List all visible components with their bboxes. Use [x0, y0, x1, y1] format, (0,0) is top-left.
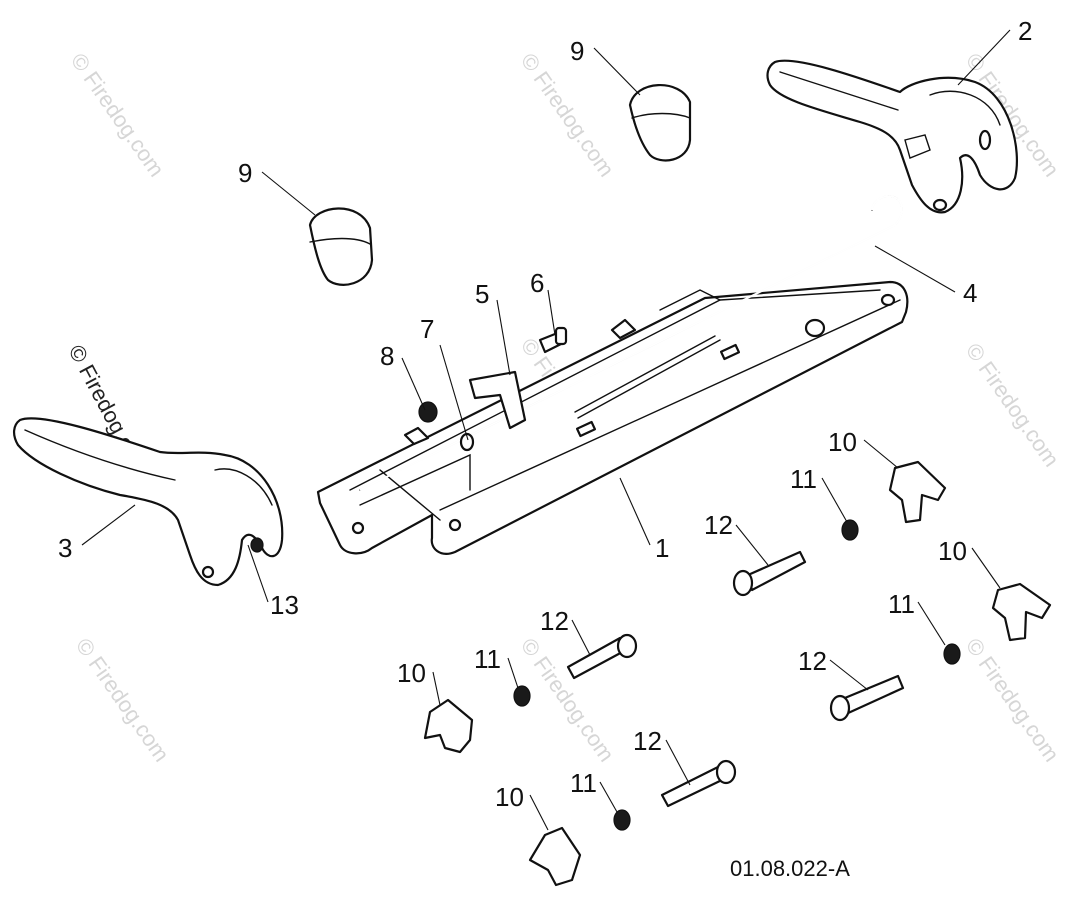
callout-12-d: 12 [633, 726, 662, 756]
star-knob-part-10-b [991, 582, 1052, 642]
callout-7: 7 [420, 314, 434, 344]
callout-4: 4 [963, 278, 977, 308]
nut-part-11-b [943, 643, 961, 665]
callout-10-b: 10 [938, 536, 967, 566]
callout-10-c: 10 [397, 658, 426, 688]
callout-5: 5 [475, 279, 489, 309]
callout-9-right: 9 [570, 36, 584, 66]
callout-13: 13 [270, 590, 299, 620]
callout-9-left: 9 [238, 158, 252, 188]
callout-11-c: 11 [474, 644, 501, 674]
watermark-8: © Firedog.com [961, 634, 1064, 767]
rod-part-4 [359, 194, 903, 491]
bracket-part-5 [468, 370, 527, 430]
knob-part-9-left [308, 207, 374, 286]
callout-11-a: 11 [790, 464, 817, 494]
drawing-code: 01.08.022-A [730, 856, 850, 881]
knob-part-9-right [628, 84, 692, 162]
screw-part-6 [538, 326, 568, 354]
callout-1: 1 [655, 533, 669, 563]
star-knob-part-10-a [888, 460, 947, 524]
star-knob-part-10-d [528, 826, 582, 887]
callout-6: 6 [530, 268, 544, 298]
callout-12-b: 12 [540, 606, 569, 636]
leader-lines [81, 29, 1011, 831]
bolt-part-12-c [829, 674, 905, 722]
bolt-part-12-d [660, 759, 737, 808]
callout-3: 3 [58, 533, 72, 563]
callouts: 1 2 3 4 5 6 7 8 9 9 10 10 10 10 11 11 11… [58, 16, 1032, 812]
callout-2: 2 [1018, 16, 1032, 46]
watermark-1: © Firedog.com [66, 49, 169, 182]
callout-12-a: 12 [704, 510, 733, 540]
star-knob-part-10-c [423, 698, 474, 754]
bolt-part-12-b [566, 633, 638, 680]
callout-12-c: 12 [798, 646, 827, 676]
main-bracket-part-1 [316, 280, 909, 555]
callout-11-d: 11 [570, 768, 597, 798]
watermark-5: © Firedog.com [961, 339, 1064, 472]
handle-part-2 [766, 59, 1018, 214]
bushing-part-7 [459, 432, 475, 452]
callout-10-d: 10 [495, 782, 524, 812]
handle-part-3 [13, 417, 284, 587]
nut-part-11-d [613, 809, 631, 831]
nut-part-11-c [513, 685, 531, 707]
nut-part-8 [418, 401, 438, 423]
callout-8: 8 [380, 341, 394, 371]
watermark-2: © Firedog.com [516, 49, 619, 182]
callout-10-a: 10 [828, 427, 857, 457]
callout-11-b: 11 [888, 589, 915, 619]
watermark-6: © Firedog.com [71, 634, 174, 767]
nut-part-11-a [841, 519, 859, 541]
bolt-part-12-a [732, 550, 807, 597]
